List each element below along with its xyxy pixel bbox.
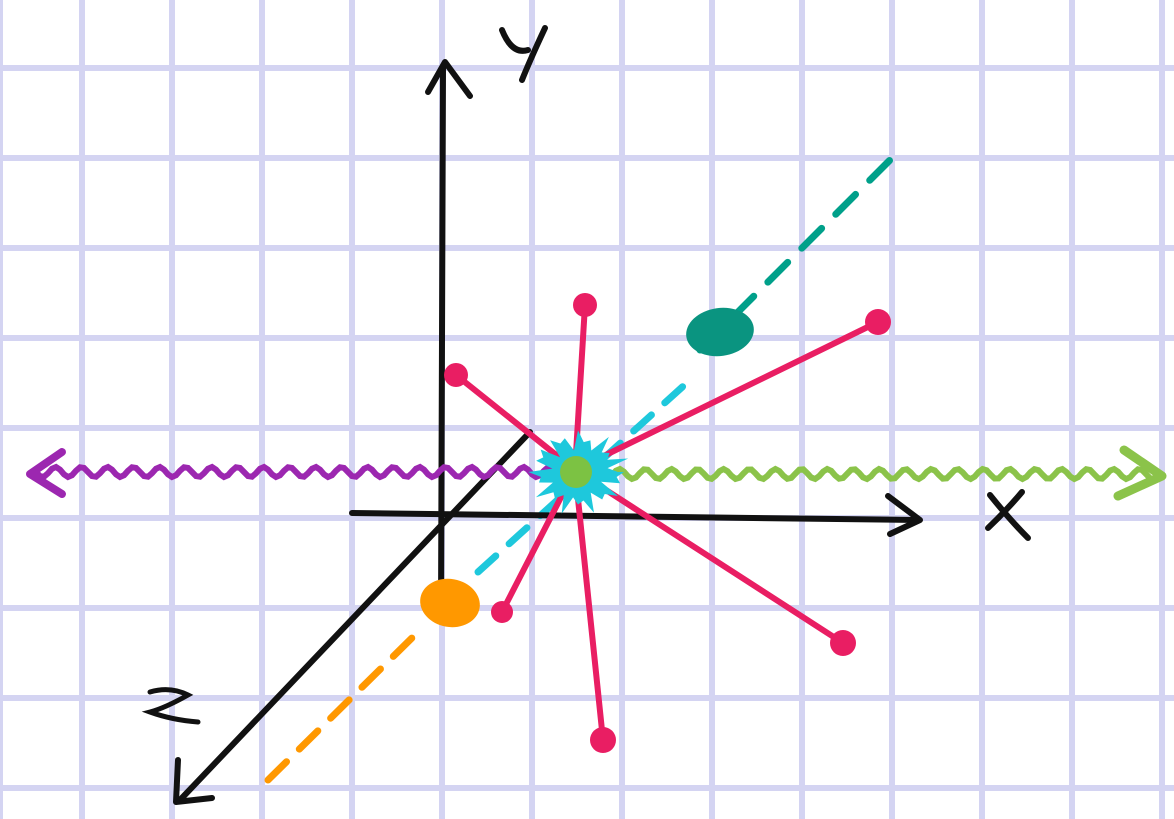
spoke-upper-left	[453, 372, 578, 473]
y-axis	[438, 65, 446, 615]
y-axis-label: Y	[497, 14, 534, 82]
spoke-end-dot	[491, 601, 513, 623]
spoke-end-dot	[830, 630, 856, 656]
spoke-end-dot	[573, 293, 597, 317]
x-axis-label: X	[985, 486, 1025, 554]
green-center-dot	[560, 456, 592, 488]
y-axis-label-group	[499, 25, 548, 83]
orange-dashed-line	[264, 626, 424, 784]
z-axis-label: Z	[145, 671, 185, 739]
spoke-end-dot	[865, 309, 891, 335]
spoke-down	[572, 467, 606, 743]
x-axis-arrowhead	[885, 493, 923, 537]
green-wavy-arrow-line	[597, 465, 1153, 483]
x-axis-label-group	[985, 489, 1031, 541]
spoke-end-dot	[444, 363, 468, 387]
x-axis	[349, 510, 921, 523]
spoke-end-dot	[590, 727, 616, 753]
z-axis-label-group	[141, 687, 201, 725]
z-axis-arrowhead	[173, 757, 215, 805]
spoke-endpoints	[444, 293, 891, 753]
pink-spokes	[453, 302, 881, 743]
purple-arrowhead	[26, 448, 66, 498]
spoke-lower-right	[572, 467, 846, 646]
spoke-upper-right	[572, 319, 881, 473]
z-axis	[177, 429, 533, 803]
orange-blob	[420, 578, 480, 628]
green-arrowhead	[1113, 445, 1167, 501]
purple-wavy-arrow-line	[33, 463, 563, 481]
y-axis-arrowhead	[425, 59, 473, 99]
axes	[173, 59, 923, 805]
teal-blob	[686, 307, 754, 357]
